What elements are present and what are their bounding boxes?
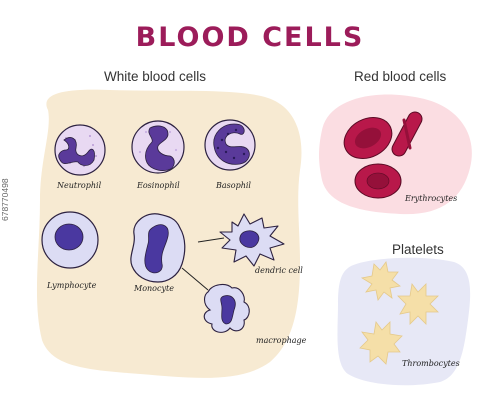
- lymphocyte-cell: [41, 211, 99, 269]
- neutrophil-label: Neutrophil: [57, 181, 102, 190]
- page-title: BLOOD CELLS: [135, 22, 365, 53]
- basophil-label: Basophil: [216, 181, 251, 190]
- platelet-2: [397, 283, 439, 325]
- dendric-cell-label: dendric cell: [255, 266, 303, 275]
- erythrocyte-1: [343, 117, 393, 159]
- monocyte-cell: [130, 213, 186, 283]
- monocyte-to-dendric-line: [197, 237, 225, 243]
- eosinophil-cell: [131, 120, 185, 174]
- erythrocytes-label: Erythrocytes: [405, 194, 458, 203]
- white-cells-heading: White blood cells: [104, 69, 207, 84]
- macrophage-label: macrophage: [256, 336, 307, 345]
- thrombocytes-label: Thrombocytes: [402, 359, 460, 368]
- monocyte-to-macrophage-line: [181, 267, 209, 291]
- monocyte-label: Monocyte: [134, 284, 174, 293]
- red-cells-heading: Red blood cells: [354, 69, 447, 84]
- lymphocyte-label: Lymphocyte: [47, 281, 97, 290]
- side-stock-id: 678770498: [0, 178, 10, 222]
- basophil-cell: [204, 119, 256, 171]
- macrophage-cell: [203, 283, 250, 333]
- platelet-3: [359, 321, 403, 365]
- neutrophil-cell: [54, 124, 106, 176]
- eosinophil-label: Eosinophil: [137, 181, 180, 190]
- erythrocyte-2: [391, 111, 423, 157]
- platelets-heading: Platelets: [392, 242, 444, 257]
- erythrocyte-3: [354, 163, 402, 199]
- dendric-cell: [219, 213, 285, 267]
- platelet-1: [360, 261, 401, 301]
